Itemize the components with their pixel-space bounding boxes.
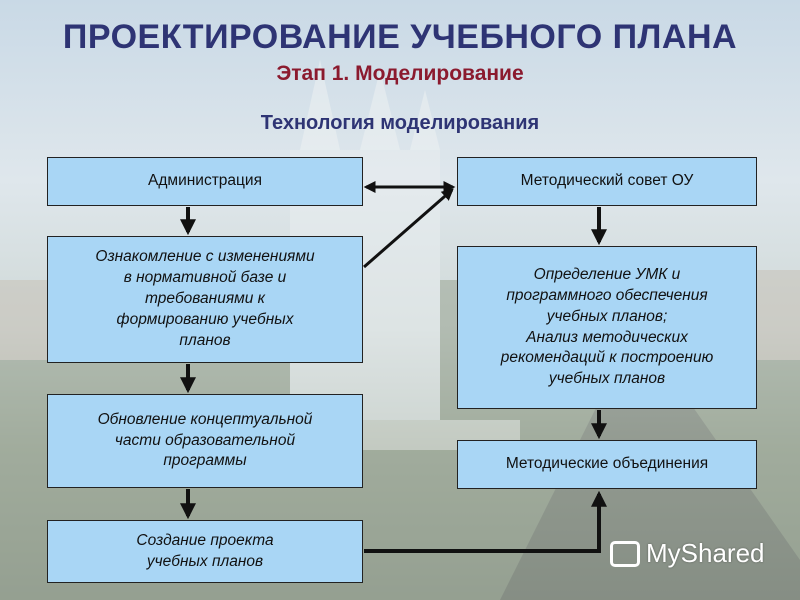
box-methodical-unions-label: Методические объединения xyxy=(505,455,709,473)
box-create-project-label: Создание проекта учебных планов xyxy=(136,531,274,570)
diagram-heading: Технология моделирования xyxy=(260,112,540,134)
box-umk-definition-label: Определение УМК и программного обеспечен… xyxy=(500,265,714,388)
box-methodical-council-label: Методический совет ОУ xyxy=(520,172,694,190)
box-methodical-council: Методический совет ОУ xyxy=(457,157,757,206)
watermark-text: MyShared xyxy=(646,538,765,568)
box-administration-label: Администрация xyxy=(148,172,262,190)
page-subtitle: Этап 1. Моделирование xyxy=(276,62,524,85)
arrow-create-methods xyxy=(364,490,607,553)
box-update-concept: Обновление концептуальной части образова… xyxy=(47,394,363,488)
page-title: ПРОЕКТИРОВАНИЕ УЧЕБНОГО ПЛАНА xyxy=(62,18,738,56)
box-umk-definition: Определение УМК и программного обеспечен… xyxy=(457,246,757,409)
myshared-logo-icon xyxy=(610,540,640,567)
arrow-acq-council xyxy=(363,188,454,269)
box-administration: Администрация xyxy=(47,157,363,206)
box-acquaintance: Ознакомление с изменениями в нормативной… xyxy=(47,236,363,363)
box-create-project: Создание проекта учебных планов xyxy=(47,520,363,583)
box-update-concept-label: Обновление концептуальной части образова… xyxy=(97,410,313,470)
watermark: MyShared xyxy=(610,538,765,569)
box-methodical-unions: Методические объединения xyxy=(457,440,757,489)
box-acquaintance-label: Ознакомление с изменениями в нормативной… xyxy=(95,248,315,349)
